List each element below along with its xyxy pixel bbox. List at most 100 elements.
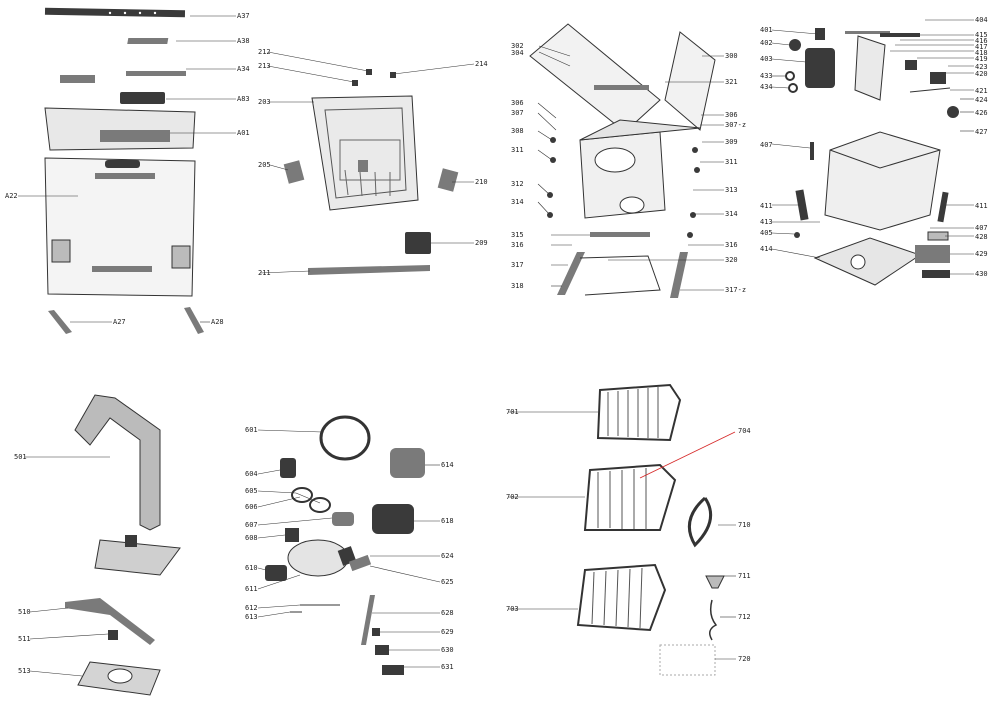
- part-label-631: 631: [441, 663, 454, 671]
- part-label-424: 424: [975, 96, 988, 104]
- part-label-317: 317: [511, 261, 524, 269]
- part-label-403: 403: [760, 55, 773, 63]
- part-label-610: 610: [245, 564, 258, 572]
- part-label-427: 427: [975, 128, 988, 136]
- part-label-404: 404: [975, 16, 988, 24]
- part-label-510: 510: [18, 608, 31, 616]
- part-label-629: 629: [441, 628, 454, 636]
- part-label-418: 418: [975, 49, 988, 57]
- part-label-614: 614: [441, 461, 454, 469]
- frame-assembly: [529, 23, 716, 298]
- part-label-A37: A37: [237, 12, 250, 20]
- part-label-312: 312: [511, 180, 524, 188]
- part-label-604: 604: [245, 470, 258, 478]
- part-label-618: 618: [441, 517, 454, 525]
- part-label-316-right: 316: [725, 241, 738, 249]
- part-label-212: 212: [258, 48, 271, 56]
- part-label-413: 413: [760, 218, 773, 226]
- part-label-411-left: 411: [760, 202, 773, 210]
- part-label-611: 611: [245, 585, 258, 593]
- part-label-612: 612: [245, 604, 258, 612]
- part-label-210: 210: [475, 178, 488, 186]
- basket-assembly: [576, 383, 725, 676]
- part-label-704: 704: [738, 427, 751, 435]
- part-label-607: 607: [245, 521, 258, 529]
- part-label-417: 417: [975, 43, 988, 51]
- part-label-703: 703: [506, 605, 519, 613]
- part-label-311-left: 311: [511, 146, 524, 154]
- part-label-307: 307: [511, 109, 524, 117]
- part-label-628: 628: [441, 609, 454, 617]
- part-label-211: 211: [258, 269, 271, 277]
- part-label-A01: A01: [237, 129, 250, 137]
- part-label-302: 302: [511, 42, 524, 50]
- part-label-311-right: 311: [725, 158, 738, 166]
- part-label-711: 711: [738, 572, 751, 580]
- leader-lines: [18, 15, 974, 677]
- part-label-411-right: 411: [975, 202, 988, 210]
- part-label-426: 426: [975, 109, 988, 117]
- part-label-321: 321: [725, 78, 738, 86]
- part-label-630: 630: [441, 646, 454, 654]
- part-label-320: 320: [725, 256, 738, 264]
- part-label-429: 429: [975, 250, 988, 258]
- part-label-420: 420: [975, 70, 988, 78]
- part-label-213: 213: [258, 62, 271, 70]
- tub-assembly: [283, 69, 459, 275]
- part-label-308: 308: [511, 127, 524, 135]
- highlight-leader-704: [639, 431, 736, 479]
- part-label-A34: A34: [237, 65, 250, 73]
- part-label-434: 434: [760, 83, 773, 91]
- part-label-307-z: 307-z: [725, 121, 747, 129]
- part-label-613: 613: [245, 613, 258, 621]
- part-label-306-left: 306: [511, 99, 524, 107]
- part-label-428: 428: [975, 233, 988, 241]
- part-label-415: 415: [975, 31, 988, 39]
- part-label-304: 304: [511, 49, 524, 57]
- part-label-702: 702: [506, 493, 519, 501]
- part-label-A38: A38: [237, 37, 250, 45]
- part-label-511: 511: [18, 635, 31, 643]
- part-label-625: 625: [441, 578, 454, 586]
- part-label-407-bottom: 407: [975, 224, 988, 232]
- part-label-A28: A28: [211, 318, 224, 326]
- part-label-203: 203: [258, 98, 271, 106]
- part-label-419: 419: [975, 55, 988, 63]
- part-label-316-left: 316: [511, 241, 524, 249]
- door-assembly: [44, 7, 204, 334]
- part-label-624: 624: [441, 552, 454, 560]
- part-label-314-left: 314: [511, 198, 524, 206]
- part-label-710: 710: [738, 521, 751, 529]
- part-label-606: 606: [245, 503, 258, 511]
- part-label-720: 720: [738, 655, 751, 663]
- part-label-405: 405: [760, 229, 773, 237]
- part-label-A27: A27: [113, 318, 126, 326]
- part-label-407-top: 407: [760, 141, 773, 149]
- part-label-317-z: 317-z: [725, 286, 747, 294]
- part-label-608: 608: [245, 534, 258, 542]
- part-label-205: 205: [258, 161, 271, 169]
- part-label-701: 701: [506, 408, 519, 416]
- part-label-209: 209: [475, 239, 488, 247]
- pump-sump-assembly: [265, 415, 425, 675]
- base-assembly: [785, 28, 959, 286]
- part-label-433: 433: [760, 72, 773, 80]
- part-label-416: 416: [975, 37, 988, 45]
- part-label-712: 712: [738, 613, 751, 621]
- part-label-401: 401: [760, 26, 773, 34]
- part-label-A83: A83: [237, 95, 250, 103]
- part-label-309: 309: [725, 138, 738, 146]
- part-label-430: 430: [975, 270, 988, 278]
- part-label-421: 421: [975, 87, 988, 95]
- part-label-513: 513: [18, 667, 31, 675]
- part-label-300: 300: [725, 52, 738, 60]
- part-label-313: 313: [725, 186, 738, 194]
- part-label-318: 318: [511, 282, 524, 290]
- part-label-402: 402: [760, 39, 773, 47]
- part-label-414: 414: [760, 245, 773, 253]
- part-label-501: 501: [14, 453, 27, 461]
- part-label-605: 605: [245, 487, 258, 495]
- part-label-314-right: 314: [725, 210, 738, 218]
